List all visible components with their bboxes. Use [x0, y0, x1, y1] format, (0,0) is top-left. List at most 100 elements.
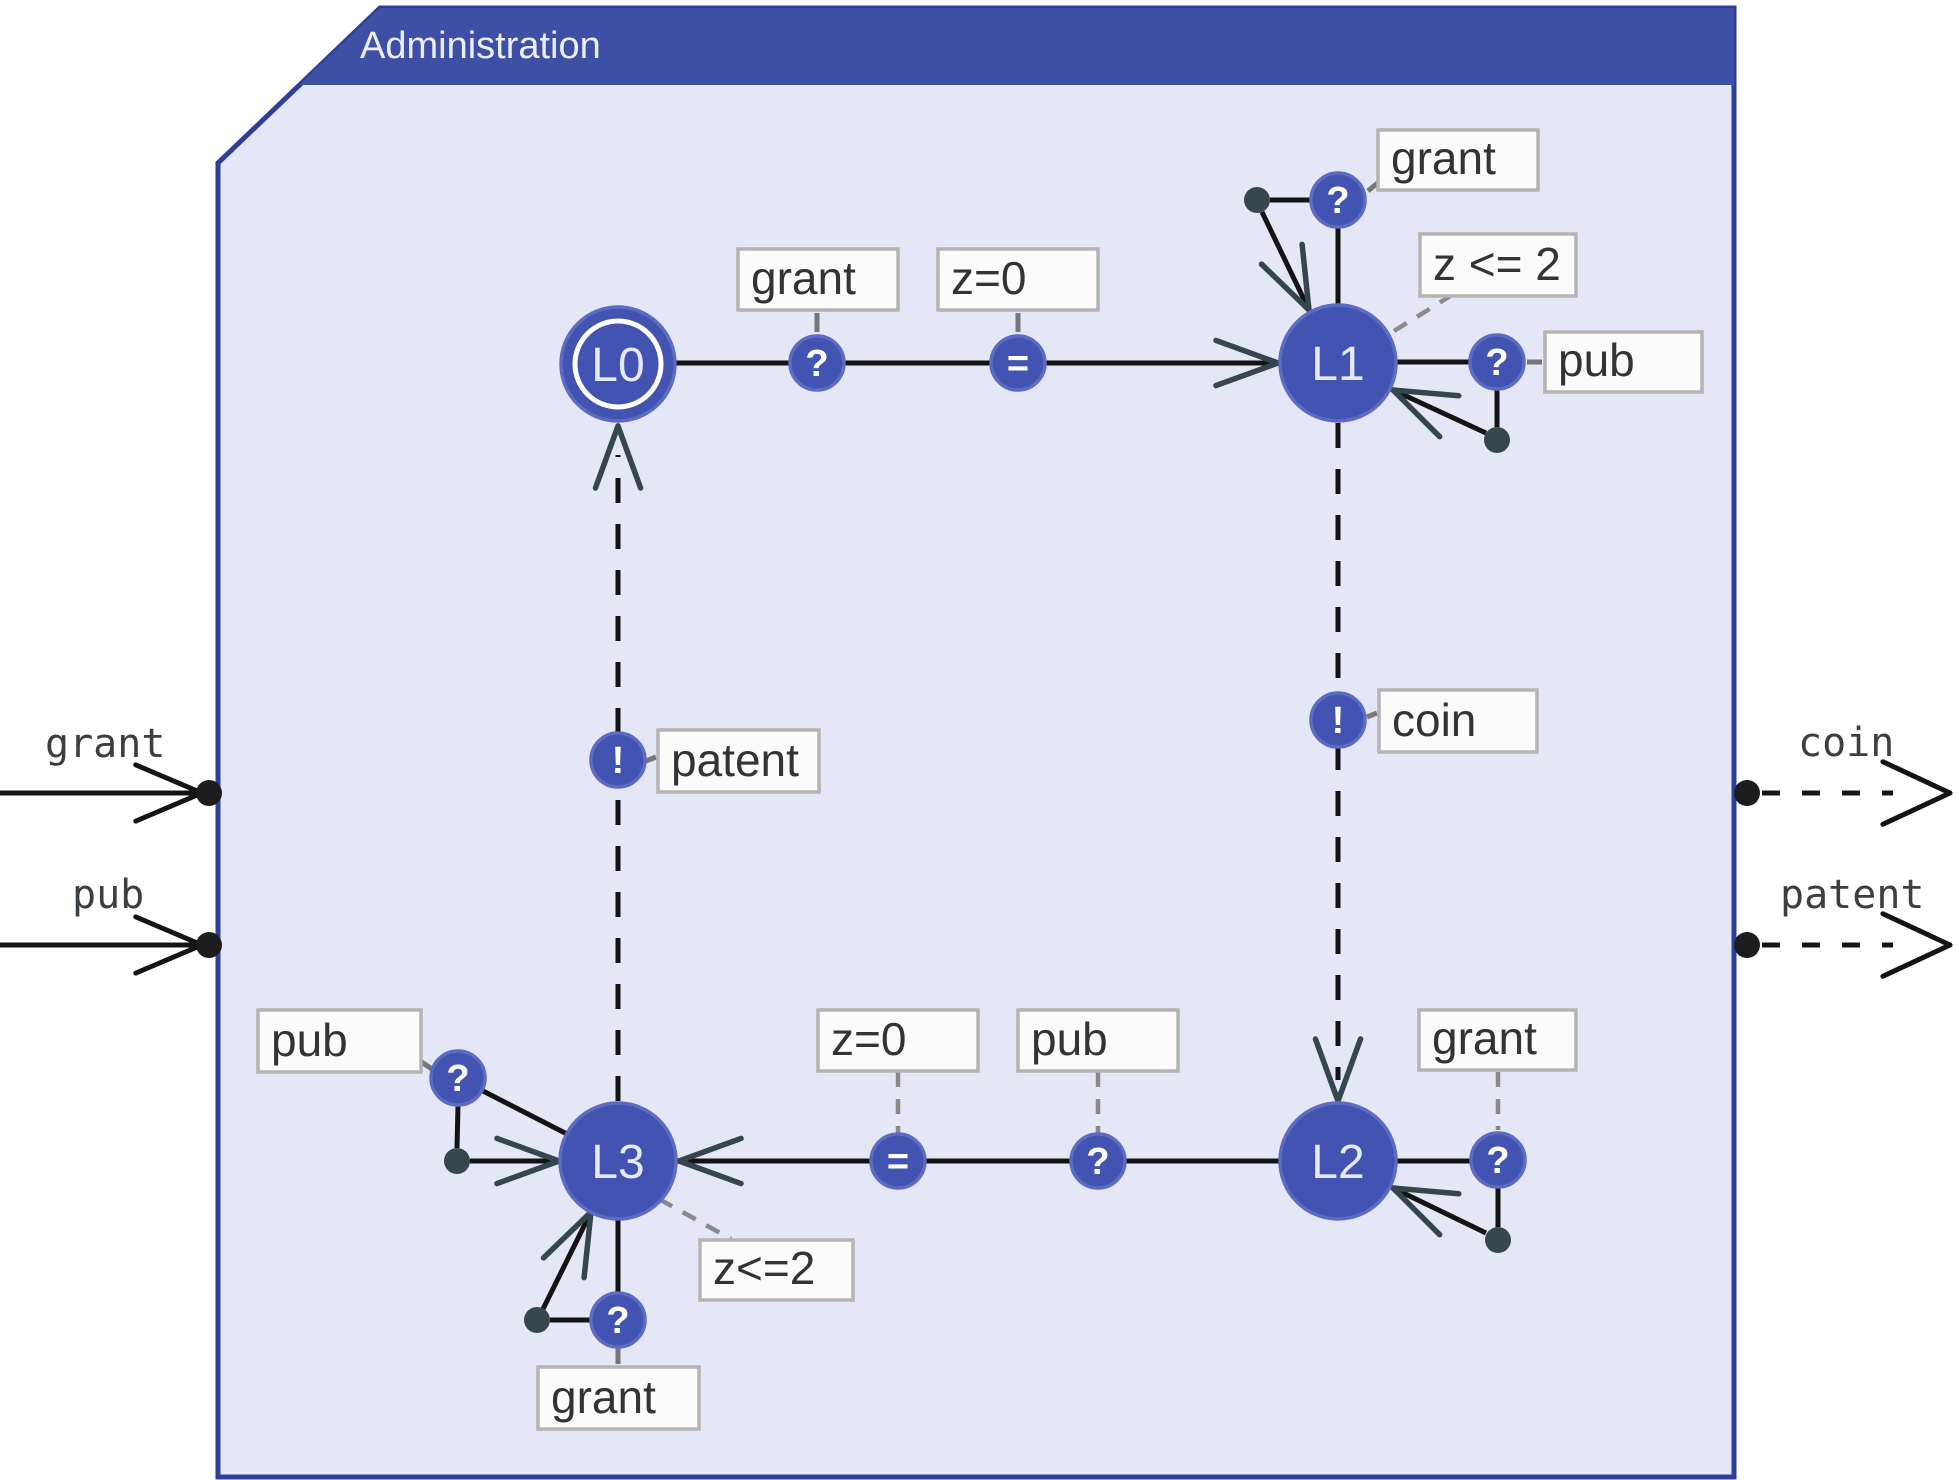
state-circle[interactable]: [1278, 1101, 1398, 1221]
sync-node-circle[interactable]: [1468, 333, 1526, 391]
sync-node-circle[interactable]: [589, 731, 647, 789]
sync-node-z0-assign-L0-L1[interactable]: =: [989, 334, 1047, 392]
edge-nub-dot[interactable]: [524, 1307, 550, 1333]
arrowhead-icon: [1258, 261, 1312, 313]
sync-node-circle[interactable]: [589, 1291, 647, 1349]
sync-node-circle[interactable]: [1309, 171, 1367, 229]
label-box[interactable]: [256, 1008, 423, 1074]
port-coin-out[interactable]: coin: [1734, 720, 1953, 827]
port-grant-in[interactable]: grant: [0, 721, 222, 824]
transition-line[interactable]: [1391, 1185, 1488, 1236]
label-z0-L0-L1[interactable]: z=0: [936, 247, 1100, 312]
state-circle[interactable]: [1278, 303, 1398, 423]
label-text: pub: [1031, 1013, 1108, 1065]
label-text: grant: [751, 252, 856, 304]
label-box[interactable]: [1543, 330, 1704, 394]
sync-node-grant-receive-L1-loop[interactable]: ?: [1309, 171, 1367, 229]
label-coin-L1-L2[interactable]: coin: [1377, 688, 1539, 754]
label-grant-L3-loop[interactable]: grant: [536, 1365, 701, 1431]
sync-node-symbol: !: [1332, 700, 1345, 742]
label-text: grant: [1432, 1012, 1537, 1064]
sync-node-circle[interactable]: [1309, 691, 1367, 749]
arrowhead-icon: [494, 1135, 562, 1164]
sync-node-patent-emit-L3-L0[interactable]: !: [589, 731, 647, 789]
sync-node-grant-receive-L0-L1[interactable]: ?: [788, 334, 846, 392]
sync-node-z0-assign-L2-L3[interactable]: =: [869, 1132, 927, 1190]
label-grant-L1-loop[interactable]: grant: [1376, 128, 1540, 192]
arrowhead-icon: [1390, 1185, 1443, 1238]
port-dot[interactable]: [196, 932, 222, 958]
transition-line[interactable]: [454, 1104, 461, 1149]
transition-line[interactable]: [1391, 387, 1488, 436]
sync-node-circle[interactable]: [989, 334, 1047, 392]
label-patent-L3-L0[interactable]: patent: [656, 728, 821, 794]
label-z0-L2-L3[interactable]: z=0: [816, 1008, 980, 1073]
sync-node-symbol: ?: [446, 1058, 469, 1100]
label-box[interactable]: [656, 728, 821, 794]
sync-node-circle[interactable]: [1069, 1132, 1127, 1190]
label-box[interactable]: [1377, 688, 1539, 754]
label-grant-L0-L1[interactable]: grant: [736, 247, 900, 312]
label-connector: [1366, 710, 1378, 720]
sync-node-coin-emit-L1-L2[interactable]: !: [1309, 691, 1367, 749]
label-box[interactable]: [936, 247, 1100, 312]
transition-line[interactable]: [540, 1214, 592, 1311]
sync-node-circle[interactable]: [1469, 1131, 1527, 1189]
arrowhead-icon: [615, 423, 644, 491]
label-text: z<=2: [713, 1242, 815, 1294]
label-box[interactable]: [1418, 232, 1578, 298]
state-L3[interactable]: L3: [558, 1101, 678, 1221]
state-name: L1: [1311, 338, 1364, 391]
label-text: grant: [1391, 132, 1496, 184]
port-pub-in[interactable]: pub: [0, 872, 222, 976]
arrowhead-icon: [1299, 241, 1312, 313]
arrowhead-icon: [494, 1158, 562, 1187]
label-box[interactable]: [1016, 1008, 1180, 1073]
label-pub-L1-loop[interactable]: pub: [1543, 330, 1704, 394]
label-text: pub: [1558, 334, 1635, 386]
label-invariant-L1[interactable]: z <= 2: [1418, 232, 1578, 298]
port-arrowhead-icon: [1880, 790, 1953, 827]
state-L2[interactable]: L2: [1278, 1101, 1398, 1221]
sync-node-grant-receive-L3-loop[interactable]: ?: [589, 1291, 647, 1349]
sync-node-grant-receive-L2-loop[interactable]: ?: [1469, 1131, 1527, 1189]
state-L1[interactable]: L1: [1278, 303, 1398, 423]
label-pub-L3-loop[interactable]: pub: [256, 1008, 423, 1074]
sync-node-pub-receive-L3-loop[interactable]: ?: [429, 1049, 487, 1107]
label-pub-L2-L3[interactable]: pub: [1016, 1008, 1180, 1073]
label-box[interactable]: [816, 1008, 980, 1073]
label-box[interactable]: [1376, 128, 1540, 192]
sync-node-pub-receive-L2-L3[interactable]: ?: [1069, 1132, 1127, 1190]
label-connectors: [415, 179, 1542, 1364]
label-invariant-L3[interactable]: z<=2: [698, 1238, 855, 1302]
port-dot[interactable]: [196, 780, 222, 806]
edge-nub-dots: [444, 187, 1511, 1333]
sync-node-circle[interactable]: [429, 1049, 487, 1107]
label-box[interactable]: [1417, 1008, 1578, 1072]
port-dot[interactable]: [1734, 780, 1760, 806]
label-box[interactable]: [736, 247, 900, 312]
state-circle[interactable]: [558, 1101, 678, 1221]
port-label: pub: [72, 872, 144, 918]
transition-line[interactable]: [481, 1088, 569, 1137]
sync-node-pub-receive-L1-loop[interactable]: ?: [1468, 333, 1526, 391]
label-box[interactable]: [698, 1238, 855, 1302]
edge-nub-dot[interactable]: [444, 1148, 470, 1174]
edge-nub-dot[interactable]: [1244, 187, 1270, 213]
arrowhead-icon: [1213, 360, 1281, 389]
state-L0[interactable]: L0: [559, 305, 677, 423]
label-grant-L2-loop[interactable]: grant: [1417, 1008, 1578, 1072]
edge-nub-dot[interactable]: [1485, 1227, 1511, 1253]
sync-node-circle[interactable]: [869, 1132, 927, 1190]
port-dot[interactable]: [1734, 932, 1760, 958]
transition-line[interactable]: [1259, 210, 1312, 312]
port-arrowhead-icon: [133, 914, 205, 948]
edge-nub-dot[interactable]: [1484, 427, 1510, 453]
port-patent-out[interactable]: patent: [1734, 872, 1953, 979]
sync-node-circle[interactable]: [788, 334, 846, 392]
label-box[interactable]: [536, 1365, 701, 1431]
state-name: L0: [591, 339, 644, 392]
state-circle[interactable]: [559, 305, 677, 423]
